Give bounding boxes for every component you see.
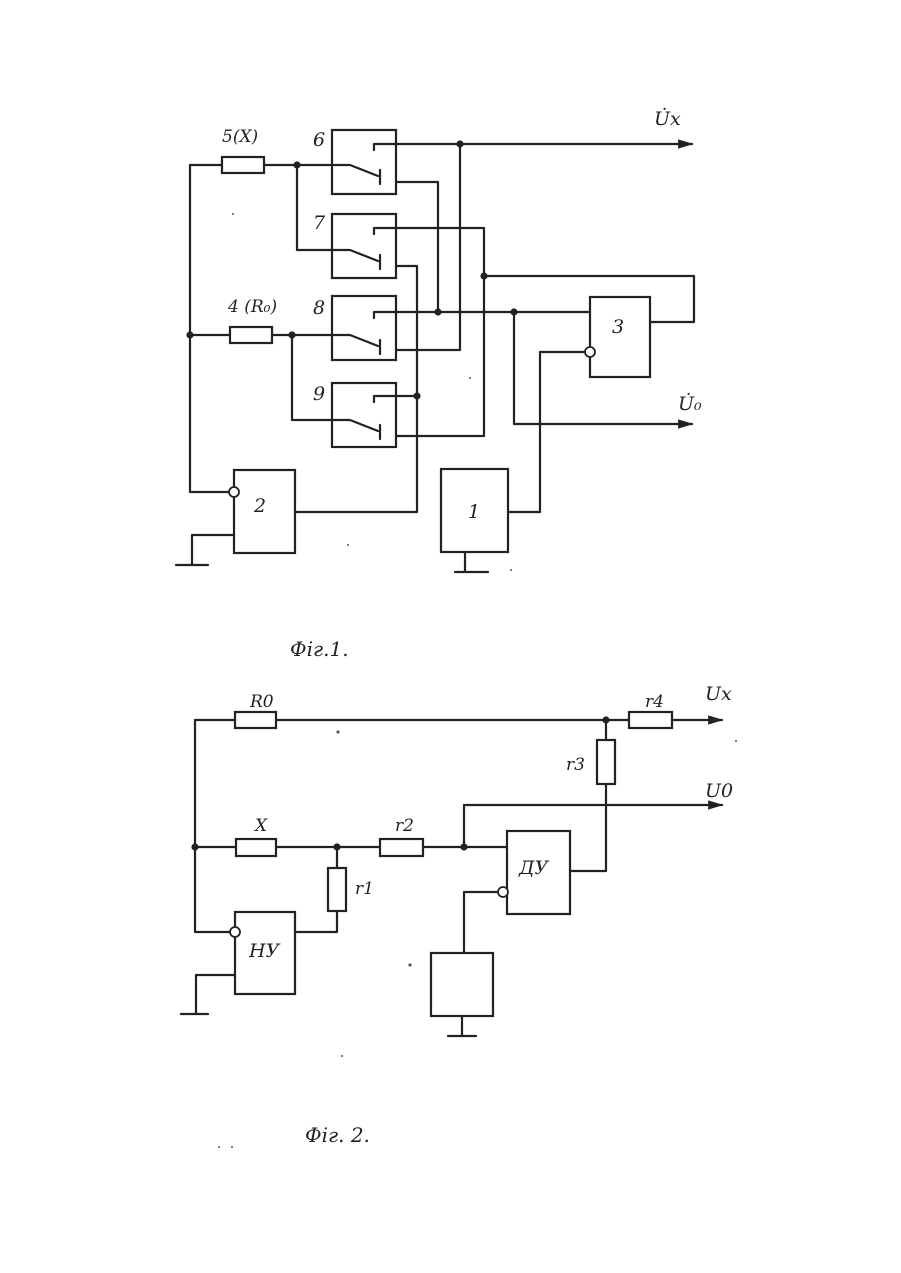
fig1-block2-ground	[176, 535, 234, 565]
fig1-resistor-5-label: 5(X)	[222, 127, 258, 147]
fig2-source-to-du	[464, 892, 498, 953]
fig2-nu-ground	[181, 975, 235, 1014]
fig1-resistor-4	[230, 327, 272, 343]
fig1-r4-node-to-switch9	[292, 335, 332, 420]
fig2-resistor-r2-label: r2	[395, 816, 414, 836]
fig2-block-nu-label: НУ	[248, 940, 281, 962]
fig2-resistor-r1-label: r1	[355, 879, 374, 899]
fig2-block-du-label: ДУ	[518, 857, 549, 879]
fig2-resistor-r2	[380, 839, 423, 856]
fig1-switch-8-label: 8	[313, 297, 325, 319]
fig1-caption: Фіг.1.	[290, 637, 349, 661]
fig2-resistor-x-label: X	[253, 816, 268, 836]
fig2-left-bus	[195, 720, 230, 932]
fig1-block-2-label: 2	[253, 495, 266, 517]
fig1-block2-inverting-input	[229, 487, 239, 497]
fig1-left-bus	[190, 165, 228, 492]
figure-2: R0 r4 Ux r3 X r2 U0 r1	[181, 683, 733, 1147]
fig1-output-ux-label: U̇x	[654, 108, 681, 130]
fig2-resistor-x	[236, 839, 276, 856]
fig2-du-inverting-input	[498, 887, 508, 897]
figure-1: 5(X) 4 (R₀) 6 7 8 9	[176, 108, 702, 661]
fig2-resistor-r4	[629, 712, 672, 728]
fig1-switch-7-label: 7	[313, 212, 326, 234]
fig2-resistor-r3	[597, 740, 615, 784]
fig1-switch-8	[332, 296, 396, 360]
fig1-r5-node-to-switch7	[297, 165, 332, 250]
fig1-block1-ground	[455, 552, 488, 572]
fig1-resistor-4-label: 4 (R₀)	[227, 297, 277, 317]
fig2-u0-output-line	[464, 805, 722, 847]
fig2-resistor-r0-label: R0	[249, 692, 274, 712]
fig2-output-u0-label: U0	[705, 780, 733, 802]
fig1-output-u0-label: U̇₀	[678, 393, 702, 415]
fig1-switch-6	[332, 130, 396, 194]
fig1-block-3-label: 3	[612, 316, 624, 338]
fig2-nu-inverting-input	[230, 927, 240, 937]
fig1-switch-6-label: 6	[313, 129, 325, 151]
fig1-switch-7	[332, 214, 396, 278]
fig2-caption: Фіг. 2.	[305, 1123, 370, 1147]
fig2-r1-to-nu	[295, 911, 337, 932]
fig2-resistor-r1	[328, 868, 346, 911]
fig2-source-ground	[448, 1016, 476, 1036]
fig1-switch7-top	[396, 228, 484, 436]
fig1-resistor-5	[222, 157, 264, 173]
fig1-block3-inverting-input	[585, 347, 595, 357]
fig1-block1-to-block3	[508, 352, 585, 512]
fig2-resistor-r3-label: r3	[566, 755, 585, 775]
fig1-ux-bus	[396, 144, 460, 350]
fig1-switch-9-label: 9	[313, 383, 325, 405]
fig2-output-ux-label: Ux	[705, 683, 732, 705]
fig2-resistor-r0	[235, 712, 276, 728]
fig1-switch-9	[332, 383, 396, 447]
fig2-resistor-r4-label: r4	[645, 692, 664, 712]
fig2-source-block	[431, 953, 493, 1016]
fig2-r3-to-du-output	[570, 784, 606, 871]
fig1-block-1-label: 1	[468, 501, 480, 523]
